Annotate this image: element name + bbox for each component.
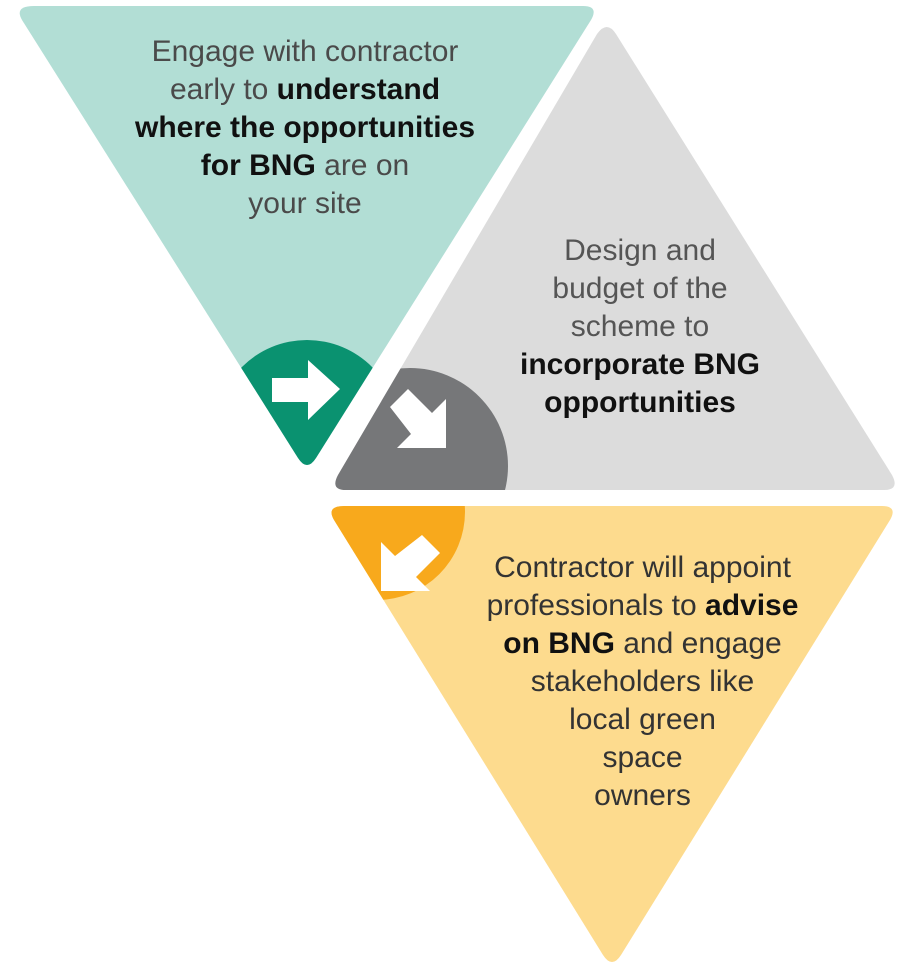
- body-text: owners: [594, 779, 691, 812]
- step3-line: space: [440, 739, 845, 777]
- arrow-right-icon: [272, 360, 340, 420]
- body-text: early to: [169, 73, 277, 106]
- emphasis-text: understand: [276, 73, 441, 106]
- step2-text: Design and budget of the scheme to incorpor…: [460, 232, 820, 422]
- arrow-down-right-icon: [390, 389, 446, 448]
- step1-triangle: [19, 6, 594, 465]
- emphasis-text: where the opportunities: [134, 111, 476, 144]
- body-text: professionals to: [486, 589, 706, 622]
- body-text: are on: [315, 149, 410, 182]
- body-text: and engage: [614, 627, 782, 660]
- emphasis-text: on BNG: [503, 627, 615, 660]
- step3-line: Contractor will appoint: [440, 549, 845, 587]
- step3-line: owners: [440, 777, 845, 815]
- step1-line: your site: [95, 185, 515, 223]
- emphasis-text: opportunities: [544, 386, 736, 419]
- body-text: local green: [569, 703, 716, 736]
- arrow-down-left-icon: [381, 535, 440, 591]
- body-text: Contractor will appoint: [494, 551, 791, 584]
- body-text: budget of the: [552, 272, 728, 305]
- step2-line: budget of the: [460, 270, 820, 308]
- step2-line: scheme to: [460, 308, 820, 346]
- step1-badge: [215, 340, 399, 465]
- step3-line: professionals to advise: [440, 587, 845, 625]
- emphasis-text: incorporate BNG: [519, 348, 761, 381]
- body-text: stakeholders like: [530, 665, 755, 698]
- step2-triangle: [335, 27, 895, 490]
- body-text: your site: [248, 187, 362, 220]
- step1-line: Engage with contractor: [95, 33, 515, 71]
- body-text: space: [602, 741, 683, 774]
- step1-line: for BNG are on: [95, 147, 515, 185]
- step2-line: opportunities: [460, 384, 820, 422]
- step3-triangle: [331, 506, 893, 962]
- step2-line: Design and: [460, 232, 820, 270]
- step2-line: incorporate BNG: [460, 346, 820, 384]
- step3-line: on BNG and engage: [440, 625, 845, 663]
- body-text: scheme to: [570, 310, 710, 343]
- emphasis-text: advise: [705, 589, 799, 622]
- step3-line: stakeholders like: [440, 663, 845, 701]
- step3-line: local green: [440, 701, 845, 739]
- body-text: Design and: [564, 234, 716, 267]
- step1-line: where the opportunities: [95, 109, 515, 147]
- emphasis-text: for BNG: [200, 149, 316, 182]
- step1-line: early to understand: [95, 71, 515, 109]
- body-text: Engage with contractor: [151, 35, 459, 68]
